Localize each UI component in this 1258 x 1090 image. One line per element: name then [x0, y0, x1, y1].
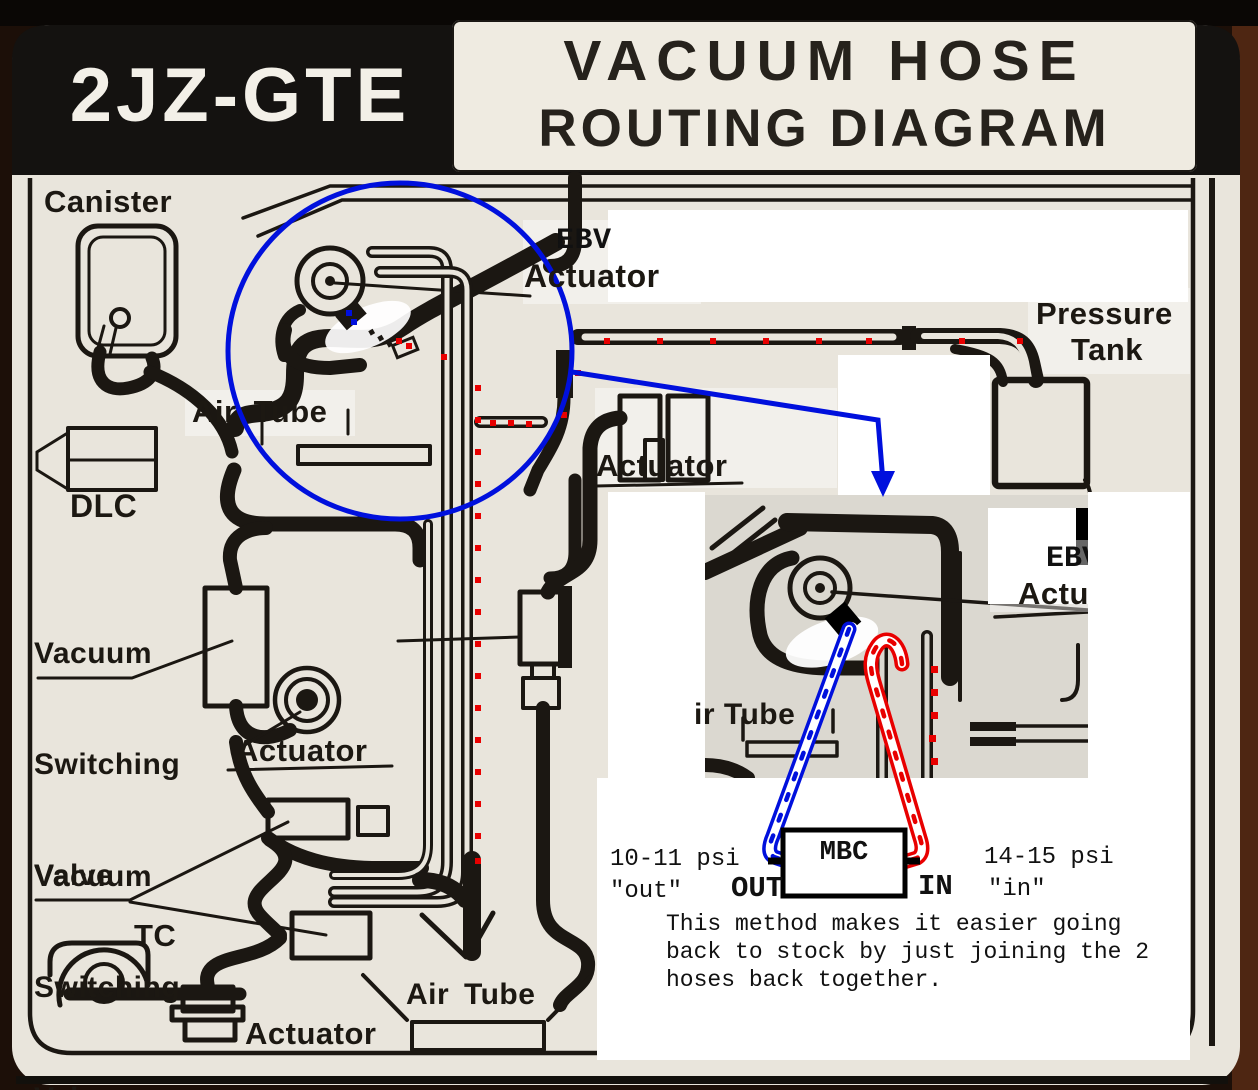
mbc-box-label: MBC: [819, 838, 869, 868]
label-air-tube-upper: Air Tube: [192, 394, 328, 429]
label-dlc: DLC: [70, 488, 138, 524]
inset-label-air-tube: ir Tube: [694, 698, 796, 731]
label-vsv1-line2: Switching: [34, 748, 181, 781]
label-actuator-bottom: Actuator: [245, 1016, 377, 1051]
label-actuator-mid: Actuator: [236, 733, 368, 768]
label-tc: TC: [134, 918, 177, 953]
inset-label-ebv-clipped: EBV: [1046, 542, 1088, 578]
label-ebv: EBV: [556, 224, 612, 258]
caption-line-3: hoses back together.: [666, 967, 943, 993]
label-vsv1: Vacuum Switching Valve: [34, 561, 180, 931]
caption-line-2: back to stock by just joining the 2: [666, 939, 1150, 965]
label-pressure: Pressure: [1036, 296, 1173, 331]
label-vsv2-line1: Vacuum: [34, 860, 153, 893]
mbc-out-label: OUT: [731, 872, 784, 905]
psi-in-quote: "in": [988, 876, 1046, 903]
psi-out-value: 10-11 psi: [610, 846, 740, 873]
mbc-in-label: IN: [918, 870, 953, 903]
inset-label-ebv-text: EBV: [1046, 542, 1088, 576]
label-vsv2-line3: Valve: [34, 1080, 180, 1090]
label-ebv-actuator: Actuator: [524, 258, 660, 294]
caption-text: This method makes it easier going back t…: [666, 910, 1149, 994]
label-vsv2: Vacuum Switching Valve: [34, 784, 180, 1090]
label-air-tube-lower: Air Tube: [406, 978, 536, 1011]
label-vsv2-line2: Switching: [34, 971, 181, 1004]
title-line-2: ROUTING DIAGRAM: [538, 99, 1111, 158]
label-vsv1-line3: Valve: [34, 859, 114, 892]
psi-in-value: 14-15 psi: [984, 844, 1114, 871]
inset-label-actuator-text: Actuator: [1018, 576, 1088, 610]
psi-out-quote: "out": [610, 878, 683, 905]
label-pressure-tank: Tank: [1071, 332, 1144, 367]
caption-line-1: This method makes it easier going: [666, 911, 1122, 937]
inset-label-actuator-clipped: Actuator: [1018, 576, 1088, 610]
label-canister: Canister: [44, 184, 173, 219]
title-line-1: VACUUM HOSE: [563, 29, 1086, 93]
label-actuator-right: Actuator: [596, 448, 728, 483]
diagram-title-box: VACUUM HOSE ROUTING DIAGRAM: [452, 20, 1197, 172]
label-vsv1-line1: Vacuum: [34, 637, 153, 670]
engine-title: 2JZ-GTE: [69, 53, 411, 138]
